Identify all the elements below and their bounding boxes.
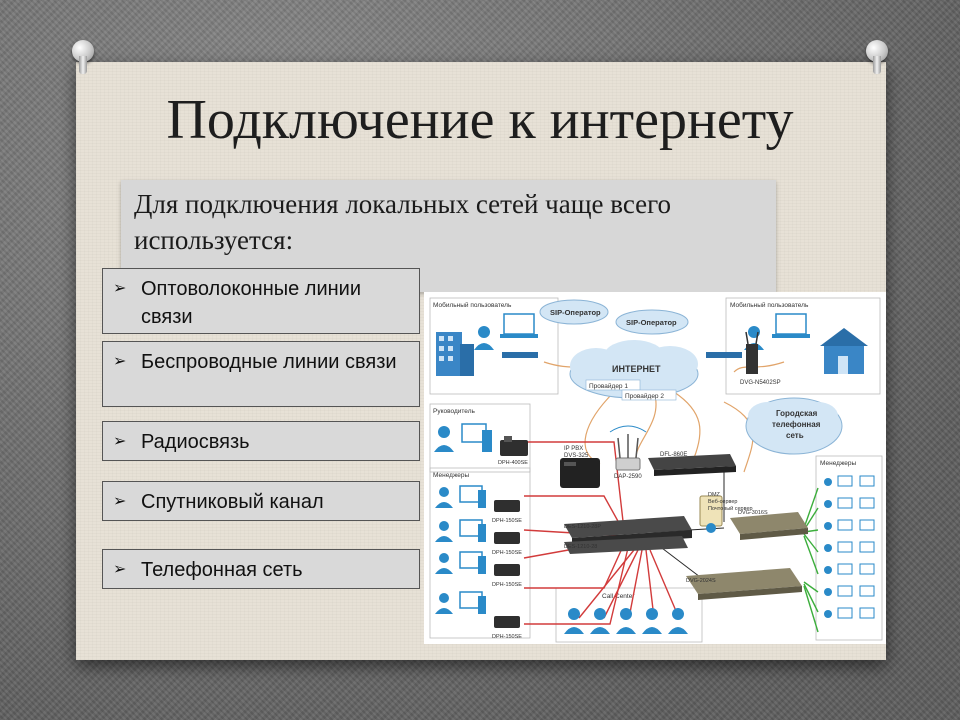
managers-right-label: Менеджеры xyxy=(820,460,857,467)
city-phone-cloud-icon xyxy=(745,397,843,455)
laptop-left-icon xyxy=(500,313,538,338)
green-cables xyxy=(803,487,819,633)
list-item-phone: ➢ Телефонная сеть xyxy=(102,549,420,589)
sip-cloud-2-icon xyxy=(615,309,689,335)
sip-operator-1-label: SIP-Оператор xyxy=(550,308,601,317)
dvg-3016s-gateway-icon xyxy=(730,512,808,540)
sip-operator-2-label: SIP-Оператор xyxy=(626,318,677,327)
list-item-label: Телефонная сеть xyxy=(141,559,303,581)
mobile-user-left-box xyxy=(429,297,559,395)
manager-row-3 xyxy=(435,551,520,576)
dap-2590-label: DAP-2590 xyxy=(614,474,642,480)
provider1-label: Провайдер 1 xyxy=(589,382,628,390)
list-item-label: Оптоволоконные линии связи xyxy=(141,278,362,328)
dmz-label-3: Почтовый сервер xyxy=(708,505,753,512)
dph-150se-label-4: DPH-150SE xyxy=(492,634,522,640)
ip-pbx-server-icon xyxy=(560,458,600,488)
leader-person-icon xyxy=(434,426,454,452)
office-building-icon xyxy=(436,332,474,376)
switch-main-icon xyxy=(564,516,692,554)
city-phone-label-2: телефонная xyxy=(772,420,821,429)
mobile-user-right-box xyxy=(725,297,881,395)
arrow-bullet-icon: ➢ xyxy=(113,433,127,450)
intro-text: Для подключения локальных сетей чаще все… xyxy=(134,189,672,255)
dmz-server-icon xyxy=(699,495,723,533)
list-item-wireless: ➢ Беспроводные линии связи xyxy=(102,341,420,407)
dvg-2024s-label: DVG-2024S xyxy=(686,578,716,584)
pin-left-icon xyxy=(70,40,96,74)
pin-right-icon xyxy=(864,40,890,74)
dph-150se-label-3: DPH-150SE xyxy=(492,582,522,588)
arrow-bullet-icon: ➢ xyxy=(113,280,127,297)
dvg-3016s-label: DVG-3016S xyxy=(738,510,768,516)
call-center-box xyxy=(555,587,703,643)
mobile-user-left-icon xyxy=(474,326,494,350)
city-phone-label-3: сеть xyxy=(786,431,804,440)
manager-row-2 xyxy=(435,519,520,544)
mobile-user-left-label: Мобильный пользователь xyxy=(433,301,512,309)
dvg-n5402sp-router-icon xyxy=(745,331,759,374)
call-center-label: Call Center xyxy=(602,593,635,600)
managers-right-box xyxy=(815,455,883,641)
leader-label: Руководитель xyxy=(433,408,475,415)
des-1210-28p-label: DES-1210-28P xyxy=(564,524,601,530)
dph-150se-label-1: DPH-150SE xyxy=(492,518,522,524)
provider2-label: Провайдер 2 xyxy=(625,392,664,400)
firewall-icon xyxy=(648,454,736,476)
gateway-left-icon xyxy=(502,352,538,358)
managers-left-label: Менеджеры xyxy=(433,472,470,479)
provider2-tag xyxy=(621,389,677,401)
sip-cloud-1-icon xyxy=(539,299,609,325)
slide-title: Подключение к интернету xyxy=(166,89,794,151)
network-diagram: Мобильный пользователь Мобильный пользов… xyxy=(424,292,886,644)
internet-label: ИНТЕРНЕТ xyxy=(612,364,661,374)
leader-phone-icon xyxy=(500,436,528,456)
managers-left-box xyxy=(429,467,531,639)
dph-150se-label-2: DPH-150SE xyxy=(492,550,522,556)
dvg-n5402sp-label: DVG-N5402SP xyxy=(740,380,781,386)
dph-400se-label: DPH-400SE xyxy=(498,460,528,466)
provider1-tag xyxy=(585,379,641,391)
city-phone-label-1: Городская xyxy=(776,409,818,418)
list-item-label: Радиосвязь xyxy=(141,431,250,453)
access-point-icon xyxy=(609,425,647,471)
dvs-325-label: DVS-325 xyxy=(564,453,589,459)
mobile-user-right-label: Мобильный пользователь xyxy=(730,301,809,309)
leader-box xyxy=(429,403,531,473)
dmz-label-2: Веб-сервер xyxy=(708,499,738,505)
des-1210-28-label: DES-1210-28 xyxy=(564,544,597,550)
arrow-bullet-icon: ➢ xyxy=(113,561,127,578)
laptop-right-icon xyxy=(772,313,810,338)
call-center-agents-icon xyxy=(564,608,688,634)
leader-pc-icon xyxy=(461,423,492,452)
list-item-label: Беспроводные линии связи xyxy=(141,351,397,373)
list-item-label: Спутниковый канал xyxy=(141,491,324,513)
ip-pbx-label: IP PBX xyxy=(564,446,583,452)
home-building-icon xyxy=(820,328,868,374)
manager-row-4 xyxy=(435,591,520,628)
arrow-bullet-icon: ➢ xyxy=(113,353,127,370)
list-item-fiber: ➢ Оптоволоконные линии связи xyxy=(102,268,420,334)
list-item-radio: ➢ Радиосвязь xyxy=(102,421,420,461)
arrow-bullet-icon: ➢ xyxy=(113,493,127,510)
managers-right-icons xyxy=(824,475,875,619)
dfl-860e-label: DFL-860E xyxy=(660,452,687,458)
dmz-label-1: DMZ xyxy=(708,492,721,498)
manager-row-1 xyxy=(435,485,520,512)
gateway-right-icon xyxy=(706,352,742,358)
dvg-2024s-gateway-icon xyxy=(686,568,802,600)
list-item-satellite: ➢ Спутниковый канал xyxy=(102,481,420,521)
